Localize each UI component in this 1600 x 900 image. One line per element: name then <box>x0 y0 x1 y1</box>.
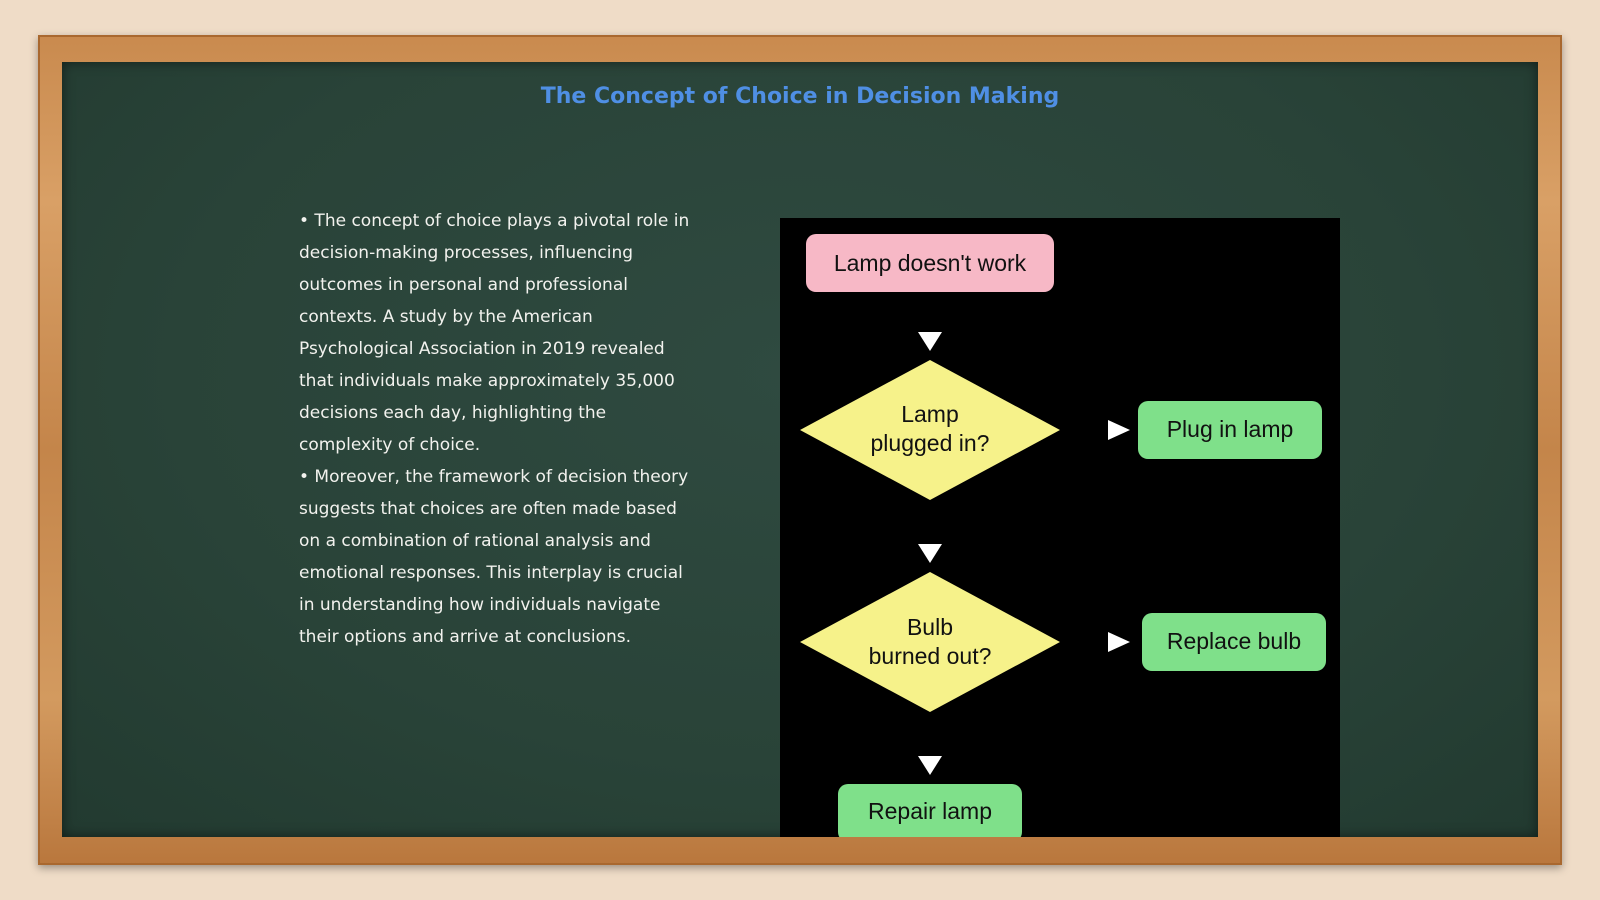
start-node <box>806 234 1054 292</box>
arrow-down-1 <box>918 332 942 351</box>
action-node-2 <box>1142 613 1326 671</box>
action-node-1 <box>1138 401 1322 459</box>
action-node-1-label: Plug in lamp <box>1167 416 1294 442</box>
decision-node-1-label-line2: plugged in? <box>871 430 990 456</box>
slide-title: The Concept of Choice in Decision Making <box>540 84 1060 109</box>
end-node-label: Repair lamp <box>868 798 992 824</box>
end-node <box>838 784 1022 837</box>
body-text: • The concept of choice plays a pivotal … <box>299 205 699 653</box>
decision-node-2-label-line2: burned out? <box>869 643 992 669</box>
flowchart-svg: Lamp doesn't work Lamp plugged in? Plug … <box>800 234 1326 837</box>
decision-node-2 <box>800 572 1060 712</box>
bullet-2: • Moreover, the framework of decision th… <box>299 467 689 647</box>
action-node-2-label: Replace bulb <box>1167 628 1301 654</box>
arrow-down-3 <box>918 756 942 775</box>
flowchart: Lamp doesn't work Lamp plugged in? Plug … <box>780 218 1340 837</box>
arrow-right-1 <box>1108 420 1130 440</box>
chalkboard: The Concept of Choice in Decision Making… <box>62 62 1538 837</box>
decision-node-1 <box>800 360 1060 500</box>
bullet-1: • The concept of choice plays a pivotal … <box>299 211 690 455</box>
chalkboard-frame: The Concept of Choice in Decision Making… <box>38 35 1562 865</box>
arrow-down-2 <box>918 544 942 563</box>
arrow-right-2 <box>1108 632 1130 652</box>
decision-node-2-label-line1: Bulb <box>907 614 953 640</box>
decision-node-1-label-line1: Lamp <box>901 401 959 427</box>
start-node-label: Lamp doesn't work <box>834 250 1027 276</box>
